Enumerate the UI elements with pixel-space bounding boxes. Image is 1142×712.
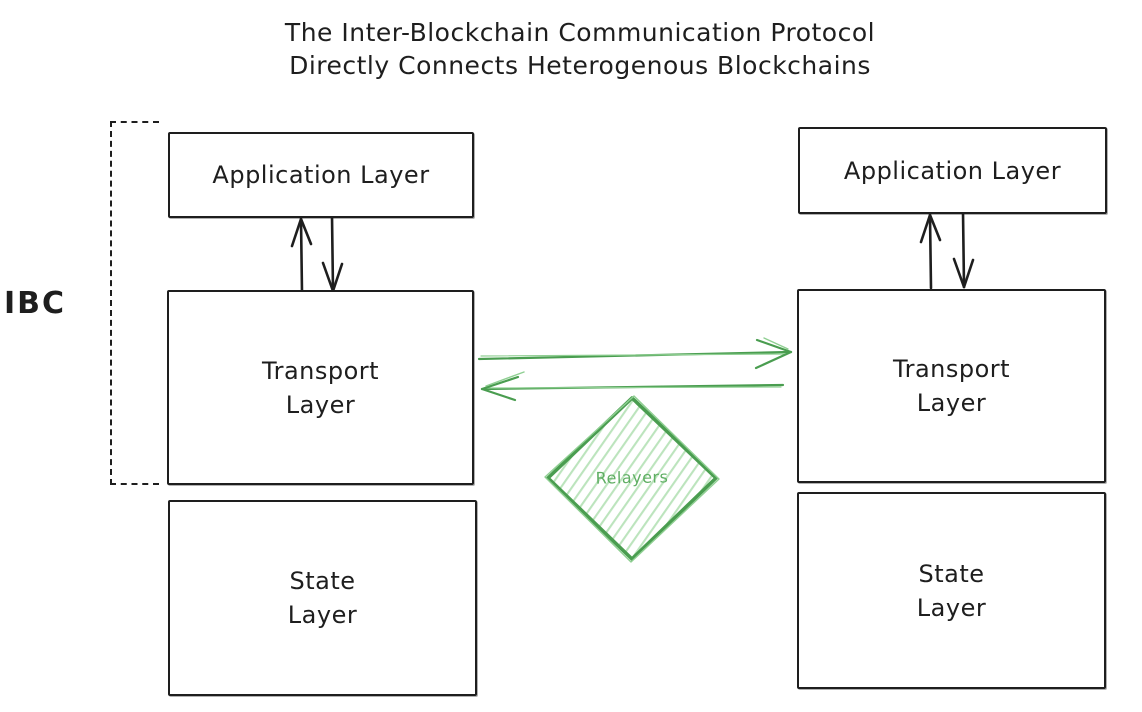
diagram-title: The Inter-Blockchain Communication Proto… xyxy=(230,16,930,82)
right-transport-layer-label: Transport Layer xyxy=(892,355,1011,417)
left-app-transport-arrows xyxy=(290,214,344,294)
right-application-layer-box: Application Layer xyxy=(798,127,1107,214)
left-application-layer-label: Application Layer xyxy=(212,161,430,189)
right-state-layer-label: State Layer xyxy=(916,559,987,622)
left-state-layer-label: State Layer xyxy=(287,567,358,629)
right-transport-layer-box: Transport Layer xyxy=(797,289,1106,483)
right-app-transport-arrows xyxy=(919,210,975,290)
left-application-layer-box: Application Layer xyxy=(168,132,474,218)
relayers-label: Relayers xyxy=(595,467,669,488)
ibc-packet-arrow-left xyxy=(480,371,785,402)
right-state-layer-box: State Layer xyxy=(797,492,1106,689)
diagram-title-line2: Directly Connects Heterogenous Blockchai… xyxy=(289,51,871,80)
ibc-label: IBC xyxy=(4,286,67,321)
left-state-layer-box: State Layer xyxy=(168,500,477,696)
ibc-scope-bracket xyxy=(110,121,159,485)
left-transport-layer-label: Transport Layer xyxy=(261,356,380,419)
ibc-packet-arrow-right xyxy=(477,337,793,370)
diagram-title-line1: The Inter-Blockchain Communication Proto… xyxy=(284,18,876,47)
right-application-layer-label: Application Layer xyxy=(843,156,1062,185)
left-transport-layer-box: Transport Layer xyxy=(167,290,474,485)
